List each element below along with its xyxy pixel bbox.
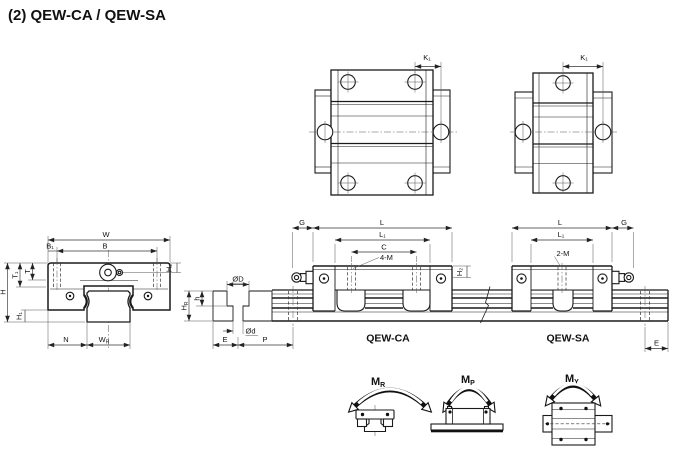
dim-label-h: H — [0, 289, 8, 294]
grease-nipple-side — [291, 270, 314, 285]
dim-label-t: T — [23, 269, 32, 274]
dim-label-dia-d: Ød — [246, 327, 256, 336]
top-view-qew-ca: K₁ — [309, 53, 457, 196]
dim-label-h-depth: h — [193, 296, 202, 300]
dim-label-t1: T₁ — [11, 271, 20, 279]
mount-hole-hidden-lines — [557, 267, 567, 290]
roll-section-icon — [355, 405, 395, 436]
end-cap-screws — [318, 273, 447, 284]
block-bolt-holes — [337, 71, 426, 194]
side-view-qew-sa: L G L₁ 2-M QEW-SA E — [511, 218, 669, 352]
rail-section-outline — [86, 290, 131, 323]
end-cap-screws — [516, 273, 608, 284]
rail-mount-holes — [514, 121, 612, 143]
arrowhead-left — [544, 394, 556, 407]
yaw-top-icon — [542, 402, 613, 446]
dim-label-l-sa: L — [558, 218, 562, 227]
top-view-qew-sa: K₁ — [510, 53, 618, 194]
ball-guide-center — [552, 290, 574, 312]
arrowhead-right — [485, 401, 496, 414]
dim-label-p: P — [262, 335, 267, 344]
moment-diagram-pitch: MP — [430, 374, 504, 433]
moment-diagram-yaw: MY — [542, 373, 613, 446]
arrowhead-right — [590, 394, 602, 407]
moment-label-my: MY — [565, 373, 579, 386]
dim-label-b: B — [102, 242, 107, 251]
ball-guide-right — [402, 290, 431, 312]
dim-label-n: N — [63, 335, 68, 344]
moment-label-mr: MR — [371, 376, 385, 389]
seal-lips — [83, 294, 134, 309]
dim-label-w: W — [102, 230, 110, 239]
dim-label-l1-sa: L₁ — [558, 230, 565, 239]
dim-label-dia-D: ØD — [232, 275, 244, 284]
end-seal-screws — [65, 291, 153, 301]
break-line — [480, 286, 491, 324]
front-cross-section-view: W B₁ B T T₁ H H₁ H₂ N WR — [0, 230, 181, 349]
hatched-rail-section-right — [242, 290, 273, 322]
dim-label-wr: WR — [99, 335, 110, 346]
dim-label-e-right: E — [654, 339, 659, 348]
view-caption-qew-ca: QEW-CA — [366, 333, 410, 345]
arrowhead-left — [347, 401, 360, 413]
dim-label-k1-sa: K₁ — [580, 53, 588, 62]
thread-callout-4m: 4-M — [380, 253, 393, 262]
dim-label-c: C — [381, 243, 387, 252]
thread-callout-2m: 2-M — [557, 249, 570, 258]
dim-label-h1: H₁ — [15, 312, 24, 320]
dim-label-b1: B₁ — [46, 242, 54, 251]
dim-label-g-ca: G — [299, 218, 305, 227]
arrowhead-right — [420, 401, 433, 413]
hatched-rail-section-left — [212, 290, 234, 322]
block-bolt-holes — [552, 72, 574, 194]
grease-nipple-side — [611, 270, 635, 285]
page-title: (2) QEW-CA / QEW-SA — [8, 7, 166, 24]
grease-nipple-front — [99, 263, 124, 282]
rail-mounting-section-view: ØD Ød h HR E P — [180, 275, 294, 349]
dim-label-hr: HR — [180, 301, 191, 310]
dim-label-k1-ca: K₁ — [423, 53, 431, 62]
dim-label-h2-front: H₂ — [165, 264, 174, 272]
dim-label-g-sa: G — [621, 218, 627, 227]
dim-label-e-left: E — [222, 335, 227, 344]
block-silhouette — [313, 266, 452, 311]
moment-diagram-roll: MR — [347, 376, 433, 436]
dim-label-h2-ca: H₂ — [455, 268, 464, 276]
rail-mount-holes — [316, 121, 450, 143]
pitch-side-icon — [430, 405, 504, 433]
dim-label-l-ca: L — [380, 218, 384, 227]
ball-guide-left — [336, 290, 366, 312]
dim-label-l1-ca: L₁ — [379, 230, 386, 239]
mount-hole-hidden-lines — [347, 267, 421, 290]
view-caption-qew-sa: QEW-SA — [547, 333, 590, 345]
side-view-qew-ca: G L L₁ C 4-M H₂ QEW-CA — [291, 218, 471, 345]
moment-label-mp: MP — [461, 374, 475, 387]
side-mount-holes — [53, 258, 161, 292]
